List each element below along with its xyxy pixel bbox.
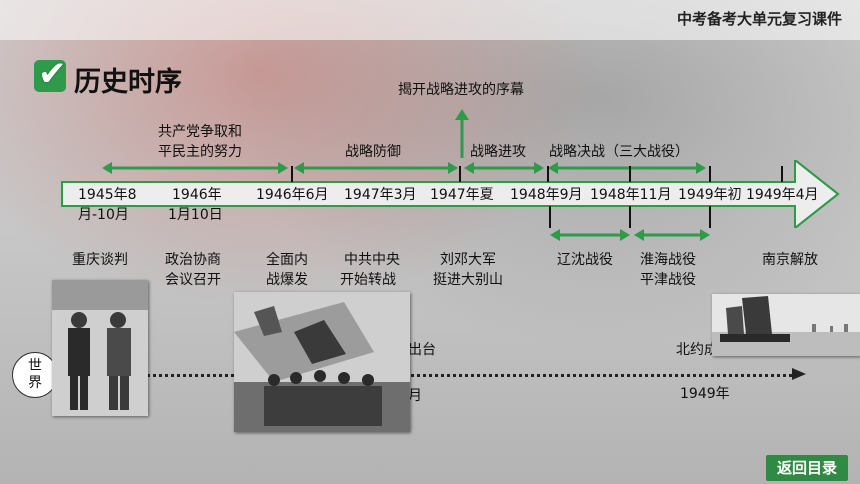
event-nanjing-liberation: 南京解放 <box>762 252 818 268</box>
event-civil-war-line1: 全面内 <box>266 252 308 268</box>
photo-civil-war-soldiers <box>234 292 410 432</box>
photo-chongqing-negotiation <box>52 280 148 416</box>
cpc-effort-label-line1: 共产党争取和 <box>158 124 242 140</box>
date-1945-aug: 1945年8 <box>78 187 137 203</box>
cpc-effort-label-line2: 平民主的努力 <box>158 144 242 160</box>
period-arrows <box>102 162 706 174</box>
event-civil-war-line2: 战爆发 <box>266 272 308 288</box>
world-year-1949: 1949年 <box>680 386 730 402</box>
event-chongqing-negotiation: 重庆谈判 <box>72 252 128 268</box>
section-title: 历史时序 <box>74 67 182 98</box>
header-strip <box>0 0 860 40</box>
date-1946-jan: 1946年 <box>172 187 222 203</box>
world-arrow-head-icon <box>792 368 806 380</box>
date-1946-jan-10: 1月10日 <box>168 207 223 223</box>
world-label-line1: 世 <box>28 358 42 374</box>
event-liaoshen: 辽沈战役 <box>557 252 613 268</box>
date-1945-oct: 月-10月 <box>78 207 129 223</box>
date-1948-sep: 1948年9月 <box>510 187 583 203</box>
date-1946-jun: 1946年6月 <box>256 187 329 203</box>
world-timeline-dotted <box>58 374 798 377</box>
event-cpc-central-line1: 中共中央 <box>344 252 400 268</box>
date-1949-apr: 1949年4月 <box>746 187 819 203</box>
event-pcc-line2: 会议召开 <box>165 272 221 288</box>
battle-arrows <box>550 229 710 241</box>
world-event-nato-partial: 北约成 <box>676 342 718 358</box>
event-liu-deng-line1: 刘邓大军 <box>440 252 496 268</box>
event-liu-deng-line2: 挺进大别山 <box>433 272 503 288</box>
world-label-line2: 界 <box>28 375 42 391</box>
course-title: 中考备考大单元复习课件 <box>676 10 842 28</box>
strategic-offensive-label: 战略进攻 <box>470 144 526 160</box>
strategic-offensive-note: 揭开战略进攻的序幕 <box>398 82 524 98</box>
event-cpc-central-line2: 开始转战 <box>340 272 396 288</box>
date-1947-summer: 1947年夏 <box>430 187 494 203</box>
world-label: 世 界 <box>12 352 58 398</box>
event-pcc-line1: 政治协商 <box>165 252 221 268</box>
photo-sailboats-yangtze <box>712 294 860 356</box>
world-event-partial-2: 月 <box>408 388 422 404</box>
date-1949-early: 1949年初 <box>678 187 742 203</box>
timeline-arrow <box>61 160 840 228</box>
section-logo <box>34 60 66 92</box>
up-arrow-icon <box>455 109 469 158</box>
date-1947-mar: 1947年3月 <box>344 187 417 203</box>
strategic-defense-label: 战略防御 <box>345 144 401 160</box>
check-icon: ✔ <box>38 54 67 94</box>
date-1948-nov: 1948年11月 <box>590 187 672 203</box>
event-pingjin: 平津战役 <box>640 272 696 288</box>
back-to-contents-button[interactable]: 返回目录 <box>766 455 848 481</box>
world-event-partial-1: 出台 <box>408 342 436 358</box>
decisive-battles-label: 战略决战（三大战役） <box>549 144 689 160</box>
event-huaihai: 淮海战役 <box>640 252 696 268</box>
